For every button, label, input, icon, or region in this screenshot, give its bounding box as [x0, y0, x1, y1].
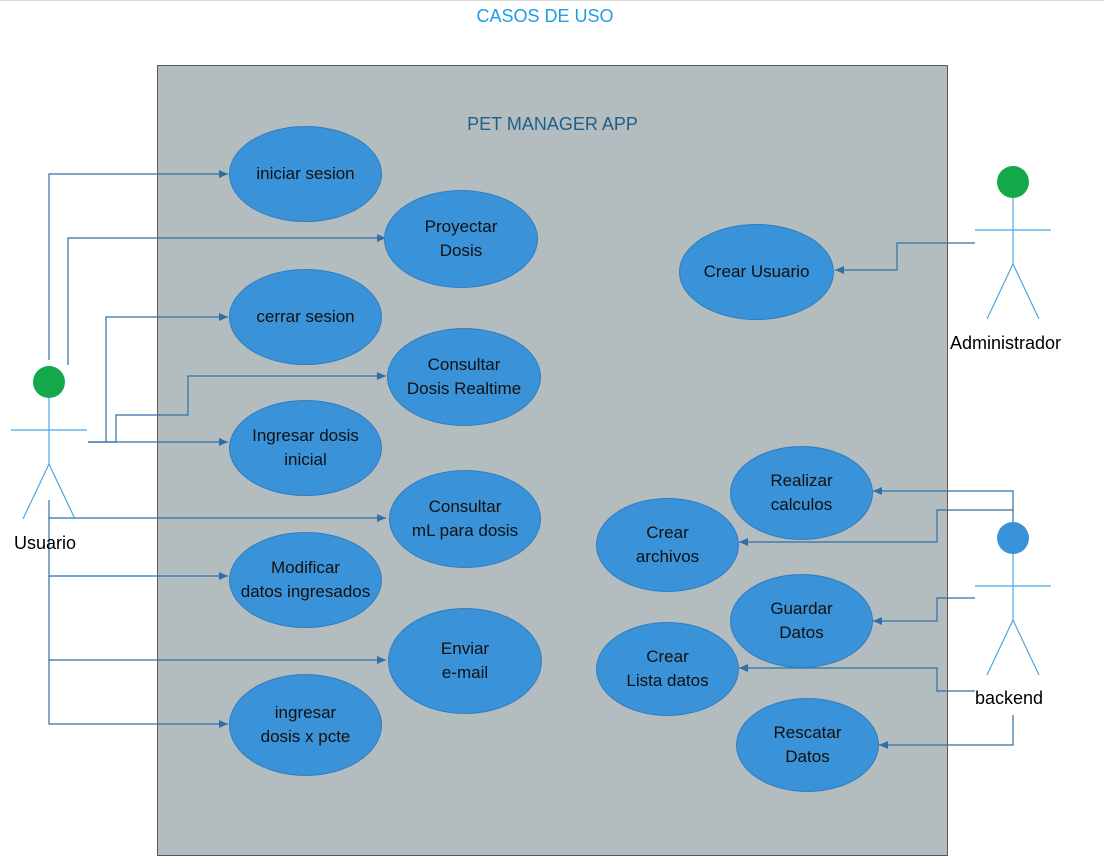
edge-crear-archivos: [739, 509, 1013, 546]
actor-usuario-label: Usuario: [14, 533, 77, 553]
usecase-enviar-email[interactable]: Enviar e-mail: [388, 608, 542, 714]
edge-crear-lista: [739, 664, 975, 692]
usecase-realizar-calculos[interactable]: Realizar calculos: [730, 446, 873, 540]
usecase-crear-archivos[interactable]: Crear archivos: [596, 498, 739, 592]
actor-administrador-head: [997, 166, 1029, 198]
usecase-rescatar-datos[interactable]: Rescatar Datos: [736, 698, 879, 792]
edge-guardar-datos: [873, 597, 975, 625]
actor-backend-head: [997, 522, 1029, 554]
top-ruler: [0, 0, 1104, 3]
usecase-crear-lista-datos[interactable]: Crear Lista datos: [596, 622, 739, 716]
actor-administrador-figure[interactable]: [970, 164, 1056, 324]
edge-crear-usuario: [835, 242, 975, 274]
actor-administrador-label: Administrador: [950, 333, 1062, 353]
usecase-consultar-ml-para-dosis[interactable]: Consultar mL para dosis: [389, 470, 541, 568]
system-title: PET MANAGER APP: [467, 114, 638, 134]
actor-usuario-head: [33, 366, 65, 398]
actor-backend-figure[interactable]: [970, 520, 1056, 680]
edge-ingresar-pcte: [48, 660, 228, 728]
edge-rescatar-datos: [879, 715, 1014, 749]
usecase-crear-usuario[interactable]: Crear Usuario: [679, 224, 834, 320]
edge-proyectar-dosis: [67, 234, 386, 365]
usecase-cerrar-sesion[interactable]: cerrar sesion: [229, 269, 382, 365]
edge-consultar-ml: [48, 500, 386, 522]
actor-backend-label: backend: [975, 688, 1044, 708]
page-title: CASOS DE USO: [476, 6, 614, 26]
usecase-ingresar-dosis-x-pcte[interactable]: ingresar dosis x pcte: [229, 674, 382, 776]
actor-usuario-figure[interactable]: [6, 364, 92, 524]
usecase-ingresar-dosis-inicial[interactable]: Ingresar dosis inicial: [229, 400, 382, 496]
edge-realizar-calculos: [873, 487, 1014, 523]
edge-iniciar-sesion: [48, 170, 228, 360]
usecase-guardar-datos[interactable]: Guardar Datos: [730, 574, 873, 668]
usecase-consultar-dosis-realtime[interactable]: Consultar Dosis Realtime: [387, 328, 541, 426]
usecase-iniciar-sesion[interactable]: iniciar sesion: [229, 126, 382, 222]
edge-cerrar-sesion: [105, 313, 228, 442]
usecase-modificar-datos-ingresados[interactable]: Modificar datos ingresados: [229, 532, 382, 628]
usecase-proyectar-dosis[interactable]: Proyectar Dosis: [384, 190, 538, 288]
